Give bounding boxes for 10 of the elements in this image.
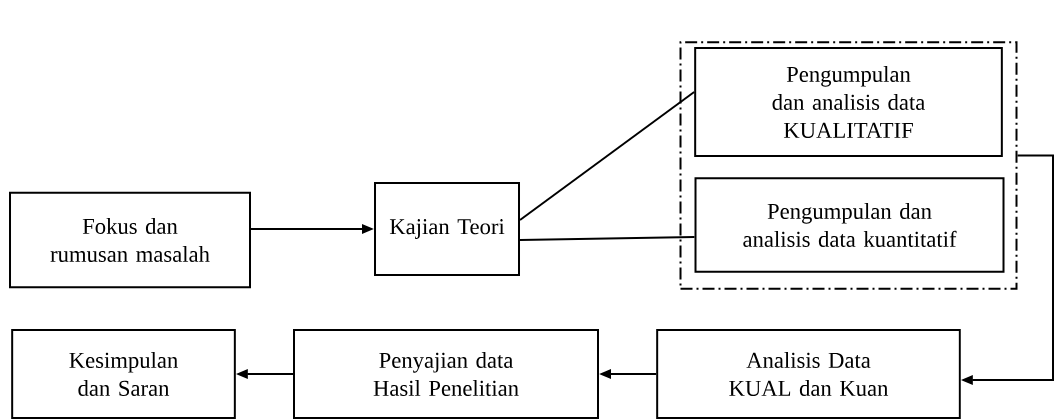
dash-dot-group-box: [679, 41, 1018, 290]
process-box: Pengumpulan dan analisis data KUALITATIF: [694, 47, 1003, 157]
process-box: Fokus dan rumusan masalah: [9, 191, 251, 289]
process-box: Analisis Data KUAL dan Kuan: [656, 329, 961, 419]
process-box: Pengumpulan dan analisis data kuantitatif: [694, 177, 1005, 273]
process-box: Kajian Teori: [374, 182, 520, 276]
process-box: Penyajian data Hasil Penelitian: [293, 329, 599, 419]
process-box: Kesimpulan dan Saran: [11, 329, 236, 419]
connector-line: [519, 236, 696, 241]
connector-line: [519, 91, 696, 221]
